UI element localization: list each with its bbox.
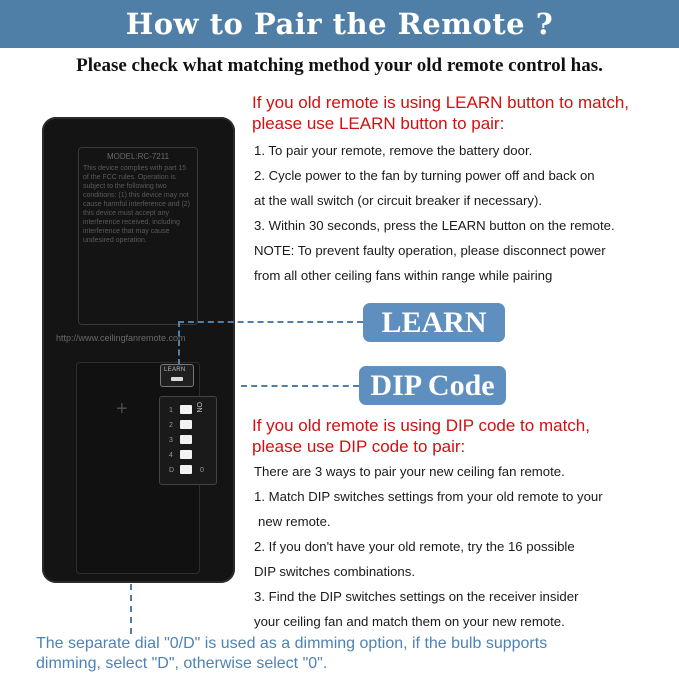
learn-heading-line-1: If you old remote is using LEARN button …: [252, 93, 630, 112]
dip-switch-d[interactable]: [180, 465, 192, 474]
learn-button-knob: [171, 377, 183, 381]
dip-step-2: 2. If you don't have your old remote, tr…: [254, 539, 575, 554]
dip-switch-block: 1 2 3 4 D 0: [159, 396, 217, 485]
remote-model-label: MODEL:RC-7211: [106, 152, 170, 161]
dip-number-2: 2: [169, 422, 173, 429]
dimming-note-line-1: The separate dial "0/D" is used as a dim…: [36, 635, 548, 652]
learn-button[interactable]: [160, 364, 194, 387]
dip-number-d: D: [169, 467, 175, 474]
learn-note-line-2: from all other ceiling fans within range…: [254, 268, 553, 283]
title-banner: How to Pair the Remote ?: [0, 0, 679, 48]
page-subtitle: Please check what matching method your o…: [76, 55, 603, 76]
learn-heading-line-2: please use LEARN button to pair:: [252, 114, 505, 133]
learn-step-2: 2. Cycle power to the fan by turning pow…: [254, 168, 595, 183]
remote-compliance-text: This device complies with part 15 of the…: [83, 165, 190, 244]
learn-step-3: 3. Within 30 seconds, press the LEARN bu…: [254, 218, 615, 233]
dip-switch-2[interactable]: [180, 420, 192, 429]
learn-step-2-continuation: at the wall switch (or circuit breaker i…: [254, 193, 543, 208]
dip-heading: If you old remote is using DIP code to m…: [252, 415, 672, 457]
dimming-note: The separate dial "0/D" is used as a dim…: [36, 634, 656, 674]
dip-zero-label: 0: [200, 467, 204, 474]
learn-button-label: LEARN: [164, 367, 186, 373]
dip-number-1: 1: [169, 407, 173, 414]
battery-plus-icon: +: [116, 398, 128, 420]
dip-heading-line-1: If you old remote is using DIP code to m…: [252, 416, 590, 435]
dip-step-1: 1. Match DIP switches settings from your…: [254, 489, 603, 504]
dip-number-3: 3: [169, 437, 173, 444]
learn-note-line-1: NOTE: To prevent faulty operation, pleas…: [254, 243, 606, 258]
learn-label-pill: LEARN: [363, 303, 505, 342]
remote-label-panel: MODEL:RC-7211 This device complies with …: [78, 147, 198, 325]
dip-on-label: ON: [195, 402, 202, 413]
remote-photo: MODEL:RC-7211 This device complies with …: [42, 117, 235, 583]
dip-heading-line-2: please use DIP code to pair:: [252, 437, 466, 456]
dip-steps: There are 3 ways to pair your new ceilin…: [254, 459, 674, 634]
learn-connector-horizontal: [178, 321, 363, 323]
dip-number-4: 4: [169, 452, 173, 459]
dip-step-3: 3. Find the DIP switches settings on the…: [254, 589, 579, 604]
dip-switch-4[interactable]: [180, 450, 192, 459]
dip-step-2-continuation: DIP switches combinations.: [254, 564, 416, 579]
dip-step-1-continuation: new remote.: [258, 514, 331, 529]
learn-connector-vertical: [178, 321, 180, 365]
page-title: How to Pair the Remote ?: [125, 7, 554, 41]
dip-code-label-pill: DIP Code: [359, 366, 506, 405]
remote-website: http://www.ceilingfanremote.com: [56, 333, 186, 343]
learn-step-1: 1. To pair your remote, remove the batte…: [254, 143, 533, 158]
dip-step-3-continuation: your ceiling fan and match them on your …: [254, 614, 565, 629]
dip-intro: There are 3 ways to pair your new ceilin…: [254, 464, 565, 479]
learn-heading: If you old remote is using LEARN button …: [252, 92, 672, 134]
learn-steps: 1. To pair your remote, remove the batte…: [254, 138, 674, 288]
dip-switch-1[interactable]: [180, 405, 192, 414]
dip-switch-3[interactable]: [180, 435, 192, 444]
dimming-note-line-2: dimming, select "D", otherwise select "0…: [36, 655, 328, 672]
zoom-connector-vertical: [130, 584, 132, 634]
dip-connector-horizontal: [241, 385, 359, 387]
